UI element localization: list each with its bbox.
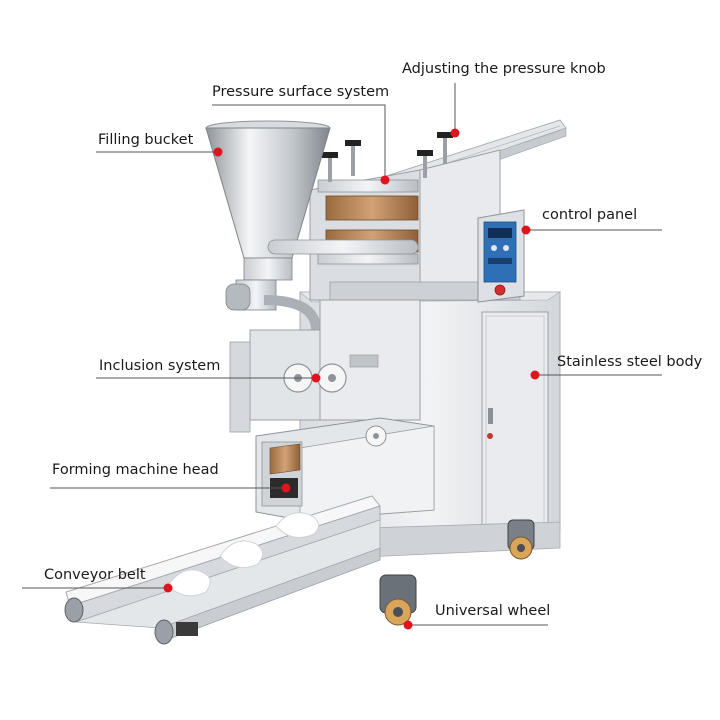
marker-dot [311, 373, 321, 383]
dumpling [219, 540, 263, 569]
conveyor-belt-assembly [64, 495, 381, 645]
leader-lines [22, 83, 662, 626]
marker-dots [163, 128, 540, 630]
pressure-rollers [317, 179, 419, 265]
marker-dot [530, 370, 540, 380]
label-control-panel: control panel [542, 207, 638, 223]
knob [322, 152, 338, 182]
knob [345, 140, 361, 176]
wheels [379, 519, 535, 626]
label-forming-machine-head: Forming machine head [52, 462, 219, 478]
marker-dot [380, 175, 390, 185]
inclusion-mechanism [229, 299, 421, 433]
marker-dot [521, 225, 531, 235]
pressure-knobs [322, 132, 453, 182]
filling-bucket [205, 120, 331, 311]
marker-dot [281, 483, 291, 493]
label-conveyor-belt: Conveyor belt [44, 567, 146, 583]
label-adjusting-pressure-knob: Adjusting the pressure knob [402, 61, 606, 77]
marker-dot [450, 128, 460, 138]
label-pressure-surface-system: Pressure surface system [212, 84, 390, 100]
marker-dot [403, 620, 413, 630]
knob [417, 150, 433, 178]
label-filling-bucket: Filling bucket [98, 132, 194, 148]
label-inclusion-system: Inclusion system [99, 358, 221, 374]
knob [437, 132, 453, 164]
marker-dot [213, 147, 223, 157]
dumpling [167, 569, 211, 597]
label-stainless-steel-body: Stainless steel body [557, 354, 703, 370]
marker-dot [163, 583, 173, 593]
dumpling [275, 512, 319, 539]
control-panel-box [477, 209, 525, 303]
label-universal-wheel: Universal wheel [435, 603, 551, 619]
